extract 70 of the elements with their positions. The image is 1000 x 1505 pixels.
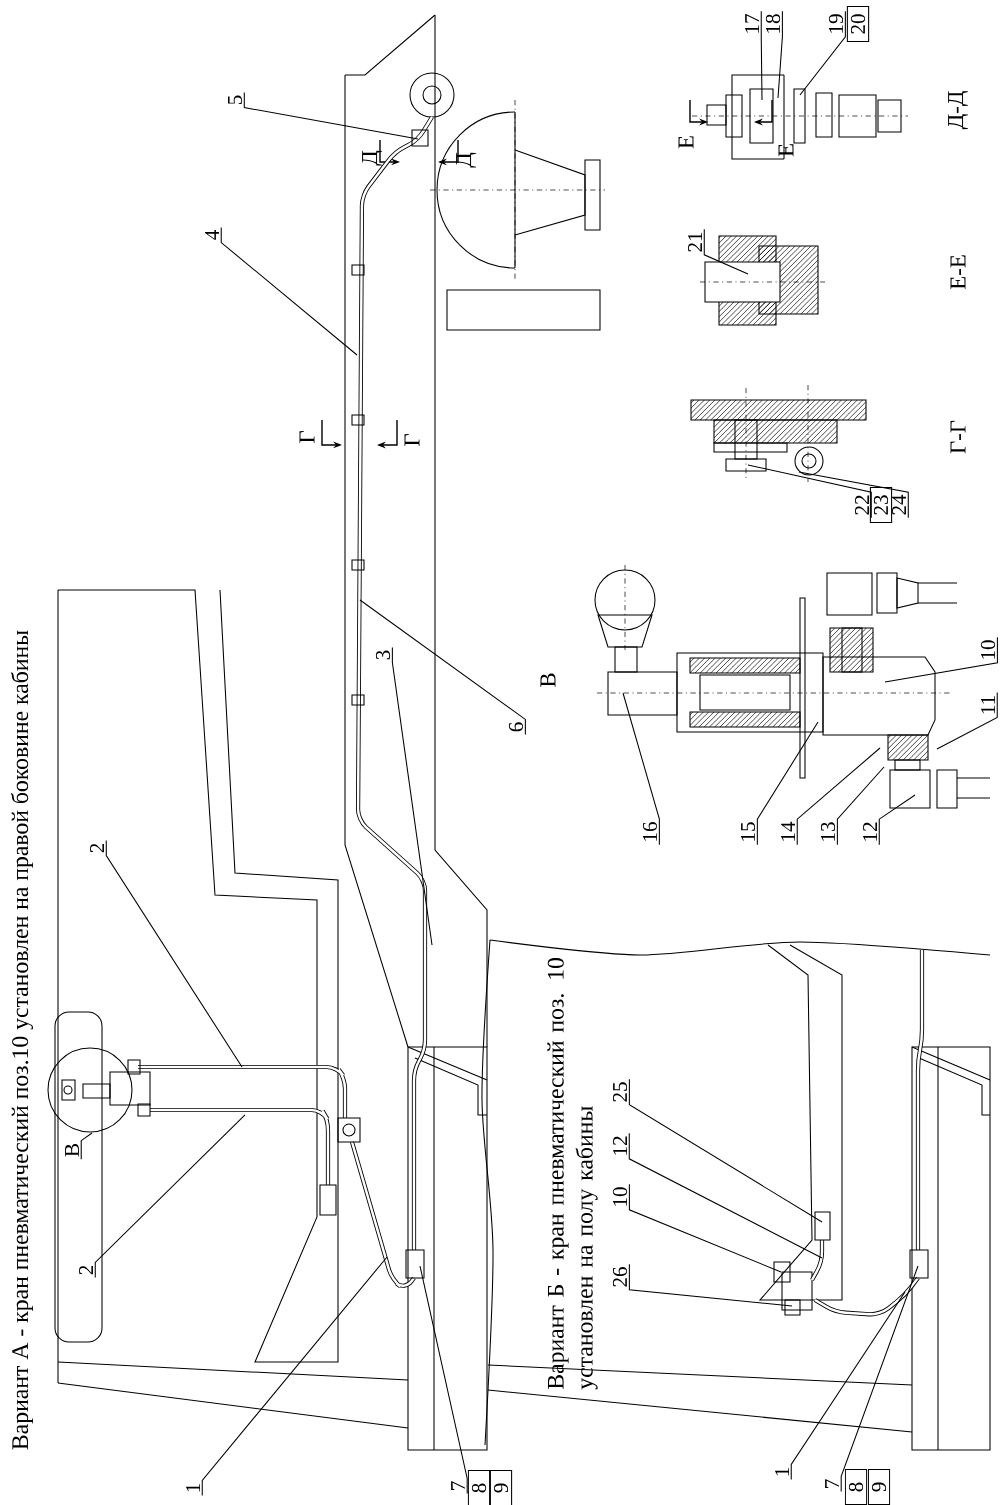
callout-number: 11 <box>981 696 995 714</box>
leader-line <box>884 636 998 683</box>
section-label: Д <box>362 150 382 166</box>
leader-line <box>243 91 419 140</box>
leader-line <box>391 646 433 946</box>
callout-number: 1 <box>775 1468 789 1476</box>
leader-line <box>790 1291 906 1481</box>
leader-line <box>220 226 358 356</box>
leader-line <box>703 228 749 275</box>
leader-line <box>628 1132 823 1259</box>
variant-caption: Вариант Б - кран пневматический поз. 10 установлен на полу кабины <box>547 958 598 1390</box>
callout-number: 18 <box>765 14 781 33</box>
callout-number: 16 <box>642 822 658 841</box>
boxed-callout-number: 20 <box>846 5 870 43</box>
section-label: Е-Е <box>950 255 966 290</box>
leader-line <box>359 599 526 736</box>
leader-line <box>840 1265 919 1493</box>
valve-section-drawing <box>594 569 824 733</box>
clamp-section-drawing <box>713 384 838 483</box>
section-label: Д <box>456 152 476 168</box>
leader-line <box>756 721 819 846</box>
callout-number: 7 <box>451 1481 465 1490</box>
callout-number: 13 <box>820 822 836 841</box>
valve-section-drawing <box>689 597 936 779</box>
leader-line <box>796 747 881 846</box>
section-label: Е <box>678 136 694 149</box>
clamp-section-drawing <box>690 399 867 421</box>
callout-number: 7 <box>825 1479 839 1488</box>
leader-line <box>628 1078 823 1223</box>
leader-line <box>94 1114 246 1279</box>
callout-number: 22 <box>855 495 869 515</box>
callout-number: 17 <box>745 14 759 33</box>
leader-line <box>936 692 998 750</box>
section-label: Г <box>299 431 315 443</box>
section-label: Е <box>778 144 794 157</box>
vehicle-frame-drawing <box>47 14 606 1451</box>
callout-number: 19 <box>828 14 844 33</box>
callout-number: 10 <box>980 640 996 659</box>
valve-section-drawing <box>826 572 958 673</box>
boxed-callout-number: 8 <box>467 1469 491 1505</box>
boxed-callout-number: 23 <box>869 486 893 524</box>
leader-line <box>798 471 909 519</box>
leader-line <box>80 1132 93 1160</box>
floor-mount-drawing <box>481 939 991 1451</box>
boxed-callout-number: 8 <box>844 1468 868 1505</box>
view-label: В <box>540 673 556 687</box>
boxed-callout-number: 9 <box>489 1469 513 1505</box>
leader-line <box>201 1256 388 1497</box>
leader-line <box>760 10 763 101</box>
leader-line <box>622 692 660 846</box>
leader-line <box>105 839 243 1068</box>
callout-number: 12 <box>863 822 877 841</box>
callout-number: 15 <box>740 822 756 841</box>
leader-line <box>628 1183 782 1273</box>
leader-line <box>628 1263 793 1307</box>
leader-line <box>799 10 846 96</box>
callout-number: 24 <box>892 494 906 515</box>
callout-number: 21 <box>688 232 702 252</box>
leader-line <box>419 1265 468 1495</box>
leader-line <box>747 464 872 519</box>
leader-line <box>878 794 916 846</box>
leader-line <box>777 10 783 99</box>
callout-number: 1 <box>186 1484 200 1492</box>
valve-section-drawing <box>689 657 801 674</box>
boxed-callout-number: 9 <box>867 1468 891 1505</box>
leader-line <box>836 766 885 846</box>
section-label: Г <box>404 434 420 446</box>
callout-number: 14 <box>781 821 795 841</box>
section-label: Д-Д <box>948 91 968 130</box>
section-label: Г-Г <box>950 420 966 454</box>
